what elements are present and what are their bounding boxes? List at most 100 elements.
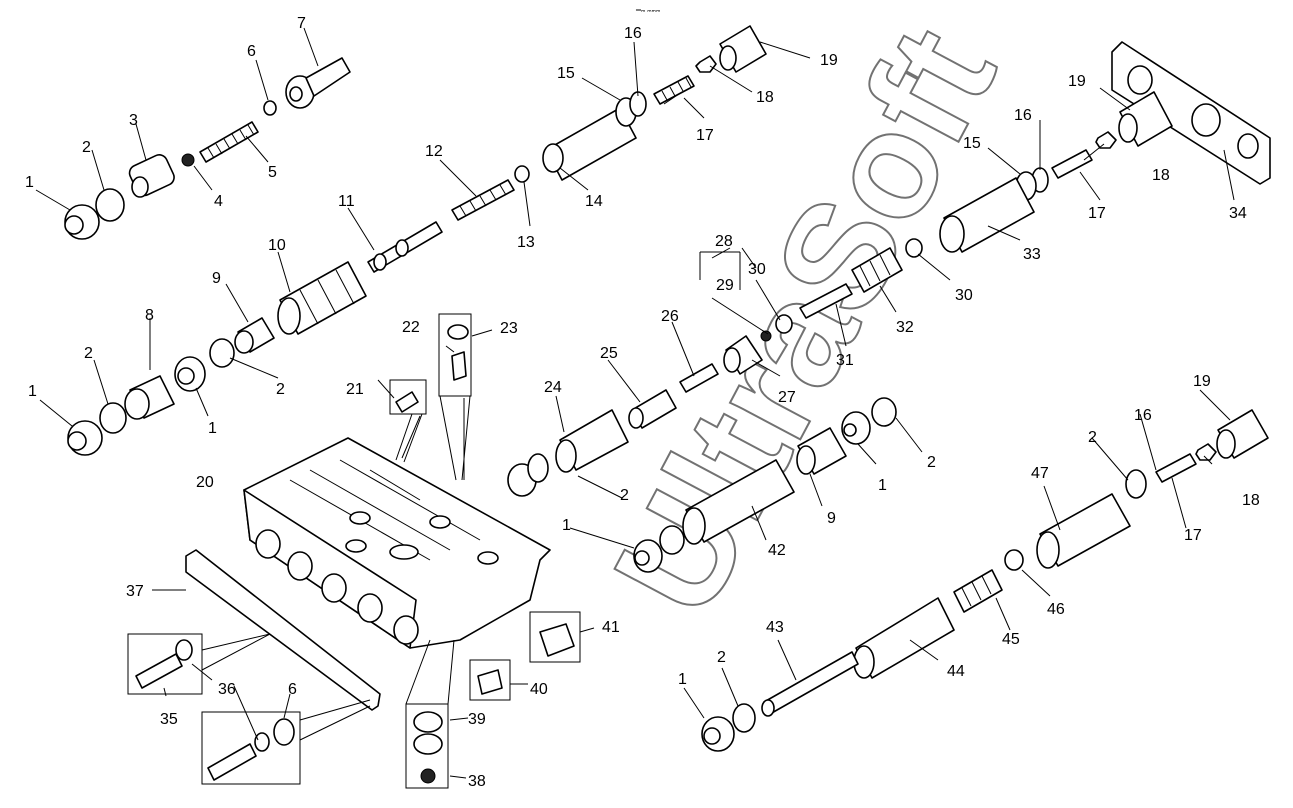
part-stop-30a	[905, 238, 923, 258]
part-spring-17a	[653, 75, 695, 105]
part-cap-1g	[633, 539, 663, 573]
label-17a: 17	[696, 127, 714, 144]
part-stop-13	[514, 165, 530, 183]
part-spool-11	[367, 221, 443, 273]
part-spring-17b	[1051, 149, 1093, 179]
label-18a: 18	[756, 89, 774, 106]
label-41: 41	[602, 619, 620, 636]
part-nut-18a	[695, 55, 717, 73]
label-30b: 30	[748, 261, 766, 278]
label-37: 37	[126, 583, 144, 600]
label-28: 28	[715, 233, 733, 250]
part-seal-ring-2g	[732, 703, 756, 733]
box-41	[529, 611, 581, 663]
label-22: 22	[402, 319, 420, 336]
label-15b: 15	[963, 135, 981, 152]
label-19c: 19	[1193, 373, 1211, 390]
label-2c: 2	[276, 381, 285, 398]
label-2e: 2	[927, 454, 936, 471]
label-21: 21	[346, 381, 364, 398]
part-stop-46	[1004, 549, 1024, 571]
label-34: 34	[1229, 205, 1247, 222]
part-hex-sleeve-19a	[719, 25, 767, 73]
part-body-47	[1036, 493, 1131, 569]
label-6b: 6	[288, 681, 297, 698]
part-sleeve-8	[124, 375, 175, 420]
label-10: 10	[268, 237, 286, 254]
label-1c: 1	[208, 420, 217, 437]
part-seal-ring-2d	[659, 525, 685, 555]
label-43: 43	[766, 619, 784, 636]
label-27: 27	[778, 389, 796, 406]
label-16c: 16	[1134, 407, 1152, 424]
part-spring-9b	[796, 427, 847, 475]
label-1b: 1	[28, 383, 37, 400]
part-spool-44	[853, 597, 955, 679]
label-18b: 18	[1152, 167, 1170, 184]
label-2g: 2	[717, 649, 726, 666]
part-sleeve-3	[128, 154, 175, 198]
label-3: 3	[129, 112, 138, 129]
box-38-39	[405, 703, 449, 789]
part-tube-42	[682, 459, 795, 545]
part-gasket-plate-37	[185, 549, 381, 711]
part-seal-ring-2f	[1125, 469, 1147, 499]
part-seal-ring-2e	[871, 397, 897, 427]
part-cap-1d	[507, 453, 549, 497]
part-seal-ring-2a	[95, 188, 125, 222]
label-38: 38	[468, 773, 486, 790]
label-9b: 9	[827, 510, 836, 527]
label-36: 36	[218, 681, 236, 698]
part-nut-18c	[1195, 443, 1217, 461]
label-1a: 1	[25, 174, 34, 191]
part-spring-31	[799, 283, 853, 319]
label-6a: 6	[247, 43, 256, 60]
label-25: 25	[600, 345, 618, 362]
label-17c: 17	[1184, 527, 1202, 544]
label-30a: 30	[955, 287, 973, 304]
part-spring-45	[953, 569, 1003, 613]
part-spring-9a	[234, 317, 275, 354]
part-end-cap-1a	[64, 204, 100, 240]
label-14: 14	[585, 193, 603, 210]
label-13: 13	[517, 234, 535, 251]
part-valve-body-10	[277, 261, 367, 335]
label-1e: 1	[878, 477, 887, 494]
label-26: 26	[661, 308, 679, 325]
label-35: 35	[160, 711, 178, 728]
label-1f: 1	[678, 671, 687, 688]
label-29: 29	[716, 277, 734, 294]
label-47: 47	[1031, 465, 1049, 482]
label-40: 40	[530, 681, 548, 698]
label-2b: 2	[84, 345, 93, 362]
label-11: 11	[338, 193, 355, 210]
header-mark: ═ₘ ₘₘₘ	[635, 7, 660, 14]
part-seal-ring-2b	[99, 402, 127, 434]
label-2f: 2	[1088, 429, 1097, 446]
label-4: 4	[214, 193, 223, 210]
part-ball-29	[760, 330, 772, 342]
part-rod-43	[761, 651, 859, 717]
label-16a: 16	[624, 25, 642, 42]
part-hex-sleeve-19c	[1216, 409, 1269, 459]
label-33: 33	[1023, 246, 1041, 263]
part-body-33	[939, 177, 1035, 253]
part-pin-26	[679, 363, 719, 393]
box-40	[469, 659, 511, 701]
part-sleeve-27	[723, 335, 763, 375]
box-22-23	[438, 313, 472, 397]
label-31: 31	[836, 352, 854, 369]
part-spring-17c	[1155, 453, 1197, 483]
label-24: 24	[544, 379, 562, 396]
part-spring-32	[851, 247, 903, 293]
part-ball-4	[181, 153, 195, 167]
label-19a: 19	[820, 52, 838, 69]
part-washer-6a	[263, 100, 277, 116]
part-nut-18b	[1095, 131, 1117, 149]
label-39: 39	[468, 711, 486, 728]
label-18c: 18	[1242, 492, 1260, 509]
label-2d: 2	[620, 487, 629, 504]
label-17b: 17	[1088, 205, 1106, 222]
label-45: 45	[1002, 631, 1020, 648]
box-6-36-35	[201, 711, 301, 785]
